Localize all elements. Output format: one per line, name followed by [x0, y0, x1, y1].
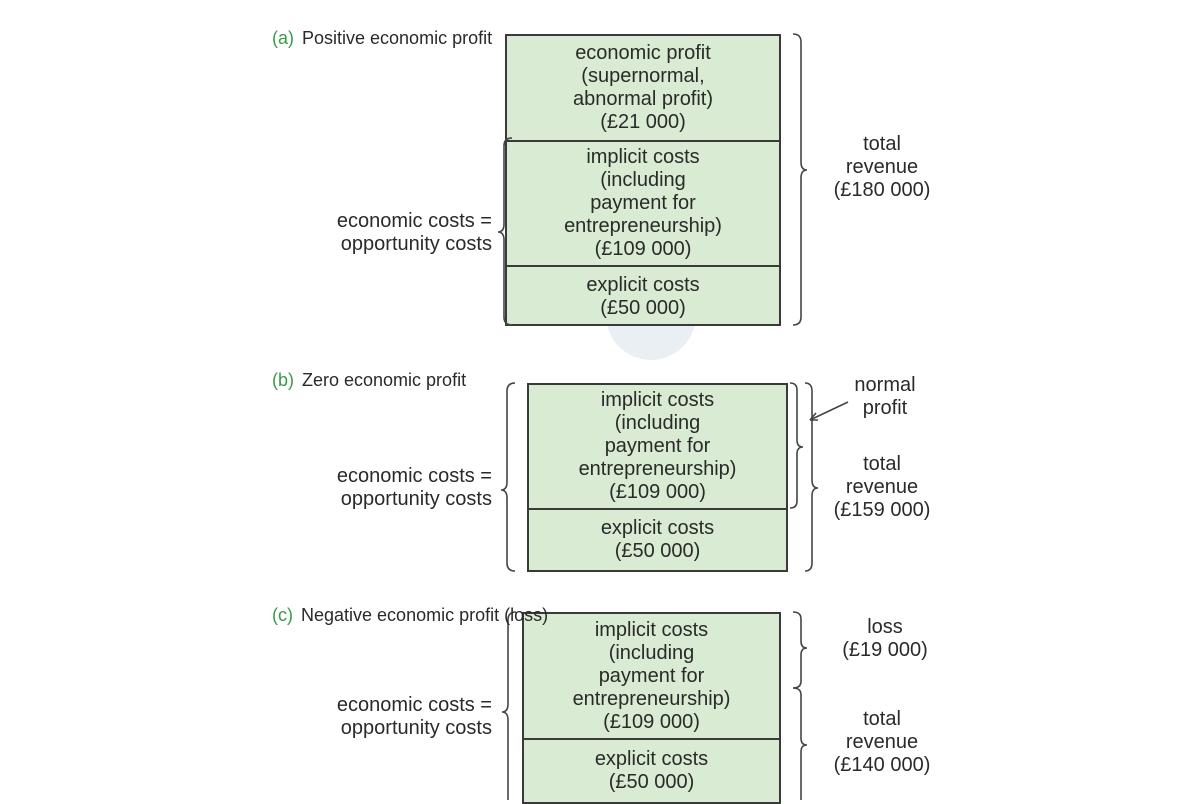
explicit-costs-segment: explicit costs (£50 000): [529, 508, 786, 570]
explicit-costs-segment: explicit costs (£50 000): [524, 738, 779, 802]
panel-c-loss: loss (£19 000): [842, 616, 928, 661]
panel-b-left-label: economic costs = opportunity costs: [336, 465, 492, 510]
panel-b-title-text: Zero economic profit: [302, 370, 467, 390]
explicit-costs-segment: explicit costs (£50 000): [507, 265, 779, 326]
panel-a-stack: economic profit (supernormal, abnormal p…: [505, 34, 781, 326]
panel-b-title: (b) Zero economic profit: [272, 347, 466, 390]
implicit-costs-segment: implicit costs (including payment for en…: [507, 140, 779, 265]
panel-a-title-text: Positive economic profit: [302, 28, 493, 48]
panel-a-total-revenue: total revenue (£180 000): [833, 133, 931, 201]
panel-b-stack: implicit costs (including payment for en…: [527, 383, 788, 572]
panel-c-total-revenue: total revenue (£140 000): [833, 708, 931, 776]
panel-a-title: (a) Positive economic profit: [272, 5, 492, 48]
panel-b-total-revenue: total revenue (£159 000): [833, 453, 931, 521]
implicit-costs-segment: implicit costs (including payment for en…: [572, 618, 731, 733]
panel-c-stack: implicit costs (including payment for en…: [522, 612, 781, 804]
economic-profit-segment: economic profit (supernormal, abnormal p…: [572, 42, 714, 133]
panel-c-title: (c) Negative economic profit (loss): [272, 582, 548, 625]
panel-a-label: (a): [272, 28, 294, 48]
panel-a-left-label: economic costs = opportunity costs: [336, 210, 492, 255]
panel-c-label: (c): [272, 605, 293, 625]
panel-b-normal-profit: normal profit: [854, 374, 916, 419]
panel-c-title-text: Negative economic profit (loss): [301, 605, 549, 625]
implicit-costs-segment: implicit costs (including payment for en…: [578, 389, 737, 503]
panel-b-label: (b): [272, 370, 294, 390]
panel-c-left-label: economic costs = opportunity costs: [336, 694, 492, 739]
